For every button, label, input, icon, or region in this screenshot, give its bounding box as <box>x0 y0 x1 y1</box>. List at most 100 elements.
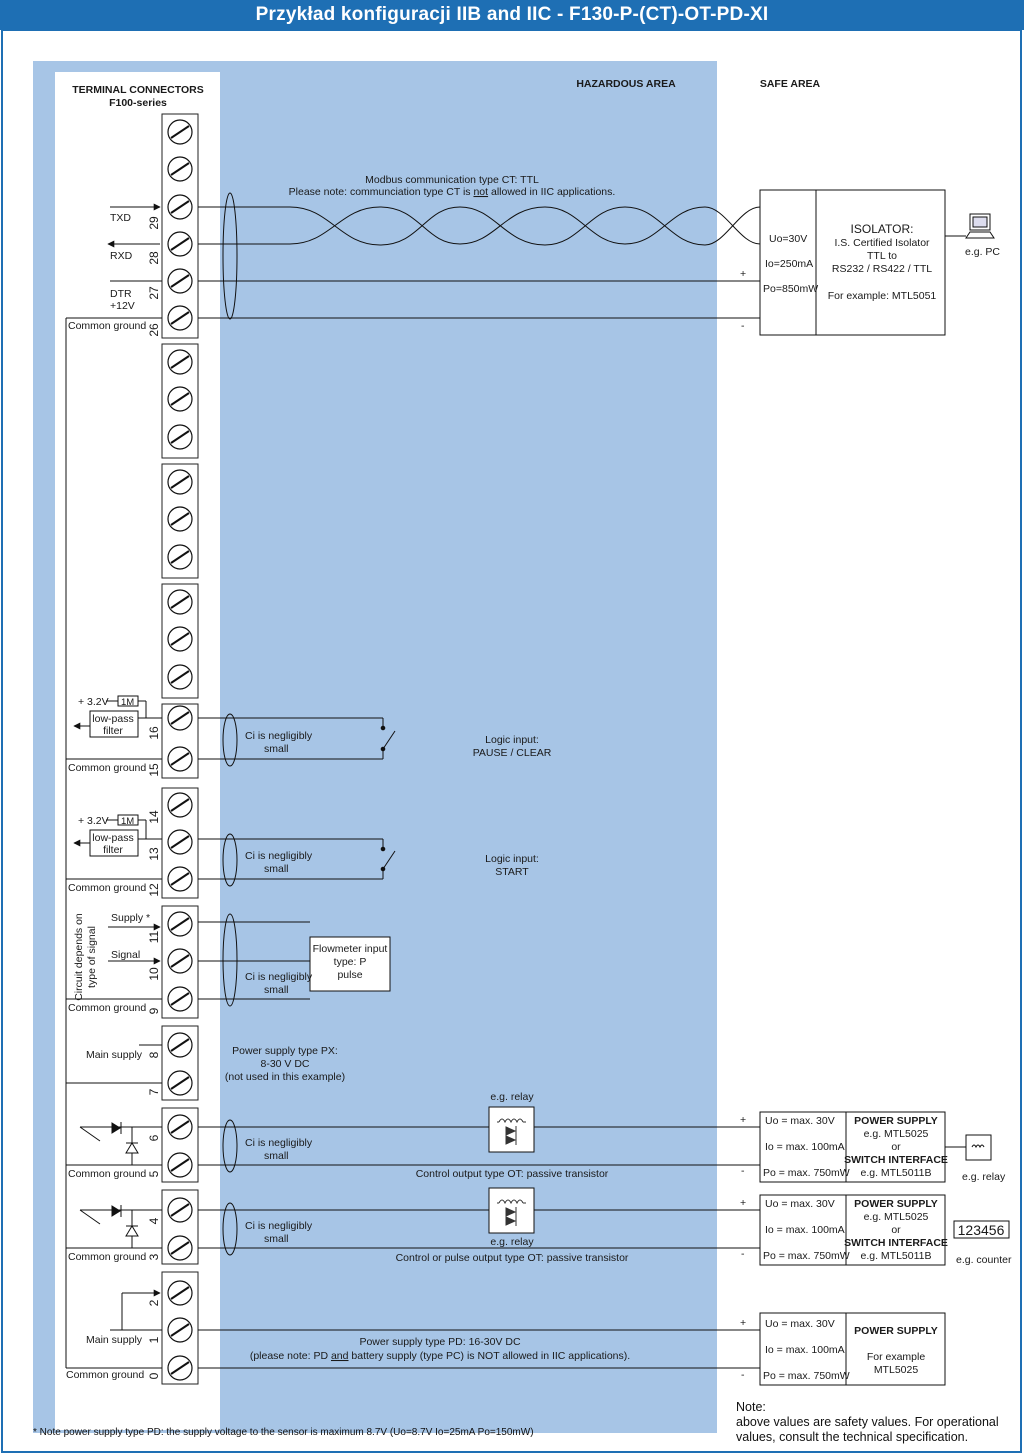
relay-icon <box>497 1118 526 1145</box>
ps2-line1: e.g. MTL5025 <box>864 1211 929 1223</box>
counter-label: e.g. counter <box>956 1254 1012 1266</box>
supply-label: Supply * <box>111 912 150 924</box>
ci-note-3: Ci is negligibly <box>245 971 313 983</box>
isolator-line1: I.S. Certified Isolator <box>834 237 930 249</box>
flowmeter-type: type: P <box>334 956 367 968</box>
isolator-plus: + <box>740 268 746 280</box>
ps2-line2: e.g. MTL5011B <box>860 1250 931 1262</box>
ps1-line1: e.g. MTL5025 <box>864 1128 929 1140</box>
counter-value: 123456 <box>958 1222 1005 1238</box>
ps3-uo: Uo = max. 30V <box>765 1318 835 1330</box>
screw-slot <box>170 125 190 139</box>
common-ground-label: Common ground <box>68 882 146 894</box>
logic-input-2-wiring <box>198 833 396 887</box>
v32-label: + 3.2V <box>78 815 109 827</box>
screw-slot <box>170 835 190 849</box>
ci-note-1: Ci is negligibly <box>245 730 313 742</box>
ps2-title: POWER SUPPLY <box>854 1198 938 1210</box>
lowpass-label: low-pass <box>92 832 133 844</box>
ps1-title: POWER SUPPLY <box>854 1115 938 1127</box>
screw-slot <box>170 550 190 564</box>
terminal-number: 7 <box>147 1088 161 1095</box>
terminal-number: 11 <box>147 930 161 943</box>
terminal-number: 14 <box>147 810 161 824</box>
terminal-number: 0 <box>147 1372 161 1379</box>
power-pd-title: Power supply type PD: 16-30V DC <box>359 1336 520 1348</box>
terminal-number: 26 <box>147 323 161 337</box>
ps3-po: Po = max. 750mW <box>763 1370 850 1382</box>
common-ground-label: Common ground <box>68 1002 146 1014</box>
ps1-or: or <box>891 1141 901 1153</box>
dtr-label: DTR <box>110 288 132 300</box>
terminal-number: 2 <box>147 1299 161 1306</box>
terminal-number: 5 <box>147 1170 161 1177</box>
screw-slot <box>170 237 190 251</box>
logic-input-1-title: Logic input: <box>485 734 539 746</box>
common-ground-label: Common ground <box>68 1251 146 1263</box>
power-px-title: Power supply type PX: <box>232 1045 338 1057</box>
flowmeter-wiring <box>108 913 391 1007</box>
ci-note-2b: small <box>264 863 289 875</box>
output-1-caption: Control output type OT: passive transist… <box>416 1168 609 1180</box>
ps1-minus: - <box>741 1165 745 1177</box>
ground-connections <box>66 317 162 1369</box>
filter-label: filter <box>103 725 123 737</box>
isolator-line2: TTL to <box>867 250 897 262</box>
page-title: Przykład konfiguracji IIB and IIC - F130… <box>255 4 769 25</box>
flowmeter-pulse: pulse <box>337 969 362 981</box>
main-supply-label: Main supply <box>86 1334 143 1346</box>
screw-slot <box>170 1120 190 1134</box>
rxd-label: RXD <box>110 250 133 262</box>
output-2-transistor <box>79 1205 162 1248</box>
footnote: * Note power supply type PD: the supply … <box>33 1427 534 1438</box>
terminal-number: 8 <box>147 1051 161 1058</box>
terminal-number: 9 <box>147 1007 161 1014</box>
hazardous-area-label: HAZARDOUS AREA <box>576 78 676 90</box>
screw-slot <box>170 752 190 766</box>
screw-slot <box>170 200 190 214</box>
common-ground-label: Common ground <box>68 1168 146 1180</box>
txd-label: TXD <box>110 212 131 224</box>
screw-slot <box>170 512 190 526</box>
screw-slot <box>170 274 190 288</box>
ps1-io: Io = max. 100mA <box>765 1141 845 1153</box>
lowpass-filter-1 <box>73 695 162 738</box>
power-px-note: (not used in this example) <box>225 1071 345 1083</box>
ps1-po: Po = max. 750mW <box>763 1167 850 1179</box>
ci-note-5: Ci is negligibly <box>245 1220 313 1232</box>
ps1-uo: Uo = max. 30V <box>765 1115 835 1127</box>
page-frame <box>1 29 1022 1453</box>
common-ground-label: Common ground <box>66 1369 144 1381</box>
isolator-io: Io=250mA <box>765 258 813 270</box>
power-px-range: 8-30 V DC <box>260 1058 309 1070</box>
ps2-minus: - <box>741 1248 745 1260</box>
ps2-or: or <box>891 1224 901 1236</box>
comm-arrows <box>107 203 162 282</box>
common-ground-label: Common ground <box>68 762 146 774</box>
power-supply-box-1 <box>759 1111 946 1183</box>
ci-note-4: Ci is negligibly <box>245 1137 313 1149</box>
ps1-line2: e.g. MTL5011B <box>860 1167 931 1179</box>
screw-slot <box>170 1241 190 1255</box>
ps3-plus: + <box>740 1317 746 1329</box>
terminal-block-subtitle: F100-series <box>109 97 167 109</box>
terminal-block-title: TERMINAL CONNECTORS <box>72 84 203 96</box>
screw-slot <box>170 392 190 406</box>
ps3-minus: - <box>741 1369 745 1381</box>
screw-slot <box>170 355 190 369</box>
power-supply-box-3 <box>759 1312 946 1386</box>
output-1-wiring <box>198 1106 760 1173</box>
isolator-uo: Uo=30V <box>769 233 807 245</box>
computer-icon <box>965 213 995 239</box>
ps2-switch: SWITCH INTERFACE <box>844 1237 948 1249</box>
modbus-note: Please note: communciation type CT is no… <box>289 186 616 198</box>
ci-note-2: Ci is negligibly <box>245 850 313 862</box>
output-2-caption: Control or pulse output type OT: passive… <box>396 1252 629 1264</box>
screw-slot <box>170 798 190 812</box>
terminal-number: 15 <box>147 763 161 777</box>
screw-slot <box>170 670 190 684</box>
screw-slot <box>170 711 190 725</box>
relay-device-label: e.g. relay <box>962 1171 1006 1183</box>
terminal-number: 10 <box>147 967 161 981</box>
lowpass-label: low-pass <box>92 713 133 725</box>
